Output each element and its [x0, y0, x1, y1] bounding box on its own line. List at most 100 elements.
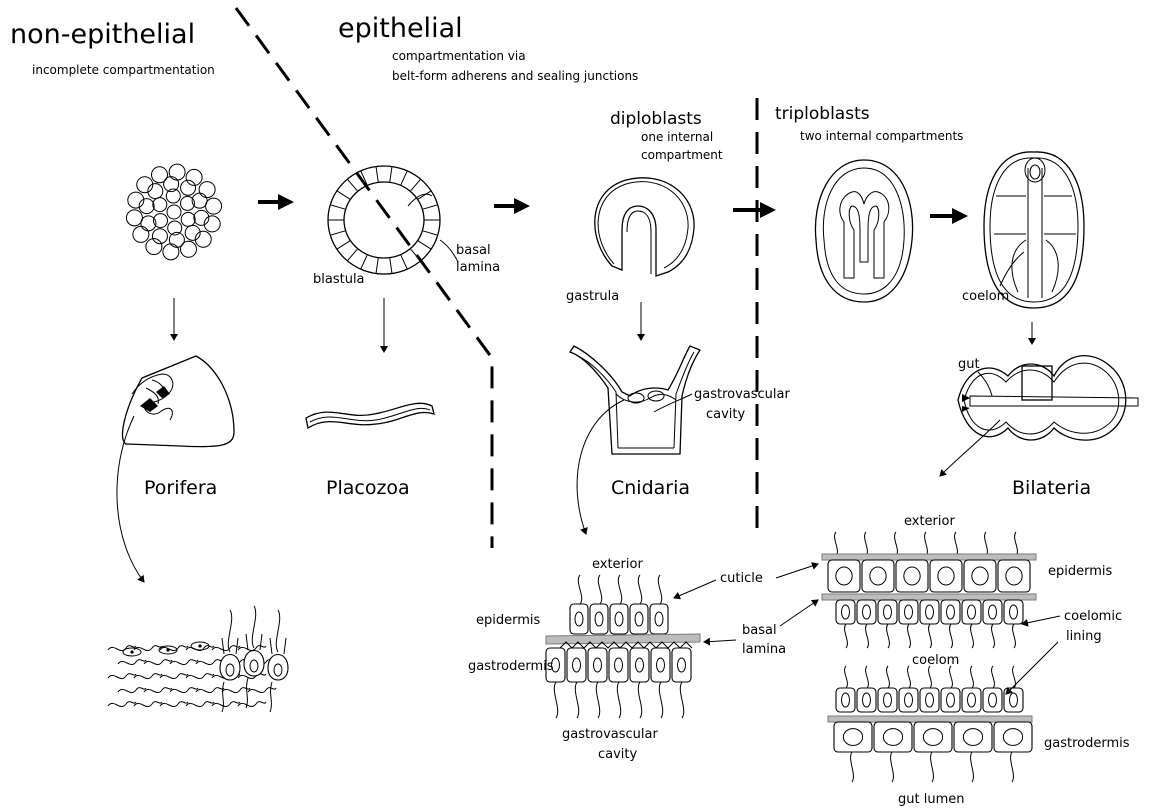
microvillus	[891, 752, 894, 782]
mesohyl-fibre	[186, 674, 214, 679]
taxon-porifera: Porifera	[144, 477, 217, 499]
cell-circle	[169, 164, 185, 180]
mesohyl-fibre	[248, 688, 276, 693]
flagellum	[554, 682, 557, 718]
cell-circle	[163, 244, 179, 260]
cilium	[658, 575, 661, 604]
gastrovascular-pointer	[654, 394, 692, 412]
coelomic-lining-cell	[878, 600, 897, 624]
mesohyl-fibre	[170, 660, 198, 665]
amoebocyte-nucleus	[198, 644, 201, 647]
cell-circle	[181, 212, 195, 226]
cell-circle	[126, 210, 142, 226]
coelomic-lining-cell	[857, 688, 876, 712]
blastula-cell-wall	[361, 255, 368, 270]
epidermis-cell	[590, 604, 608, 634]
porifera-detail-pointer	[117, 416, 144, 582]
coelomic-lining-cell	[941, 600, 960, 624]
blastula-cell-wall	[401, 255, 408, 270]
gastrodermis-cell	[672, 648, 691, 682]
epidermal-process	[895, 532, 898, 556]
gastrodermis-cell	[588, 648, 607, 682]
amoebocyte-nucleus	[166, 648, 169, 651]
detail-exterior-left: exterior	[592, 557, 643, 572]
lining-process	[908, 666, 911, 688]
coelomic-lining-cell	[899, 688, 918, 712]
blastula-cell-wall	[330, 231, 345, 236]
epidermis-cell	[964, 560, 996, 592]
mesohyl-fibre	[108, 702, 136, 707]
epidermal-process	[955, 532, 958, 556]
coelomic-lining-cell	[962, 688, 981, 712]
detail-gastrovascular: gastrovascular	[562, 727, 658, 742]
cuticle-band	[822, 554, 1036, 560]
cilium	[638, 575, 641, 604]
lining-process	[929, 666, 932, 688]
mesohyl-fibre	[212, 646, 240, 651]
placozoa-animal	[306, 403, 434, 428]
mesohyl-fibre	[108, 674, 136, 679]
epidermal-process	[925, 532, 928, 556]
blastula-cell-wall	[376, 167, 378, 183]
taxon-placozoa: Placozoa	[326, 477, 410, 499]
basal-lamina-pointer-left	[704, 640, 736, 642]
blastula-cell-wall	[422, 205, 437, 210]
gastrodermis-cell	[834, 722, 872, 752]
blastula-cell-wall	[390, 258, 392, 274]
gastrodermis-cell	[994, 722, 1032, 752]
porifera-tissue-detail	[108, 606, 288, 712]
epidermis-cell	[570, 604, 588, 634]
cuticle-pointer-right	[776, 564, 818, 578]
coelomic-lining-cell	[1004, 688, 1023, 712]
cell-process	[246, 678, 248, 708]
blastula-cell-wall	[418, 241, 431, 250]
cell-circle	[199, 182, 215, 198]
detail-epidermis-left: epidermis	[476, 613, 541, 628]
mesohyl-fibre	[160, 674, 188, 679]
blastula-cell-wall	[347, 179, 357, 191]
lining-process	[845, 624, 848, 648]
heading-diploblasts: diploblasts	[610, 109, 702, 129]
cell-circle	[167, 205, 181, 219]
microvillus	[1011, 752, 1014, 782]
mesohyl-fibre	[186, 702, 214, 707]
blastula-cell-wall	[410, 249, 420, 261]
lining-process	[887, 624, 890, 648]
cilium	[578, 575, 581, 604]
stage-arrow-3	[733, 202, 776, 218]
basal-lamina-band	[828, 716, 1032, 722]
microvillus	[851, 752, 854, 782]
epidermal-process	[865, 532, 868, 556]
blastula-cell-wall	[418, 191, 431, 200]
cnidaria-polyp	[570, 346, 700, 454]
flagellum	[252, 606, 255, 648]
coelomic-lining-cell	[920, 688, 939, 712]
epidermal-process	[1015, 532, 1018, 556]
porifera-sponge	[123, 356, 234, 447]
blastula-cell-wall	[390, 167, 392, 183]
lining-process	[845, 666, 848, 688]
epidermis-cell	[896, 560, 928, 592]
epidermis-cell	[930, 560, 962, 592]
coelomic-lining-cell	[878, 688, 897, 712]
epidermal-process	[985, 532, 988, 556]
detail-gastrodermis-right: gastrodermis	[1044, 736, 1130, 751]
mesohyl-fibre	[134, 646, 162, 651]
lining-process	[992, 666, 995, 688]
coelomic-lining-pointer-2	[1006, 642, 1058, 694]
lining-process	[950, 666, 953, 688]
flagellum	[276, 610, 279, 652]
amoebocyte-nucleus	[130, 650, 133, 653]
cell-mass-embryo	[126, 164, 221, 260]
mesohyl-fibre	[144, 688, 172, 693]
blastula-cell-wall	[376, 258, 378, 274]
heading-epithelial-sub2: belt-form adherens and sealing junctions	[392, 69, 638, 83]
stage-arrow-4	[930, 208, 968, 224]
gastrula-embryo	[595, 178, 694, 276]
stage-arrow-2	[494, 198, 530, 214]
coelomic-lining-pointer-1	[1022, 616, 1060, 624]
gastrodermis-cell	[609, 648, 628, 682]
mesohyl-fibre	[196, 660, 224, 665]
